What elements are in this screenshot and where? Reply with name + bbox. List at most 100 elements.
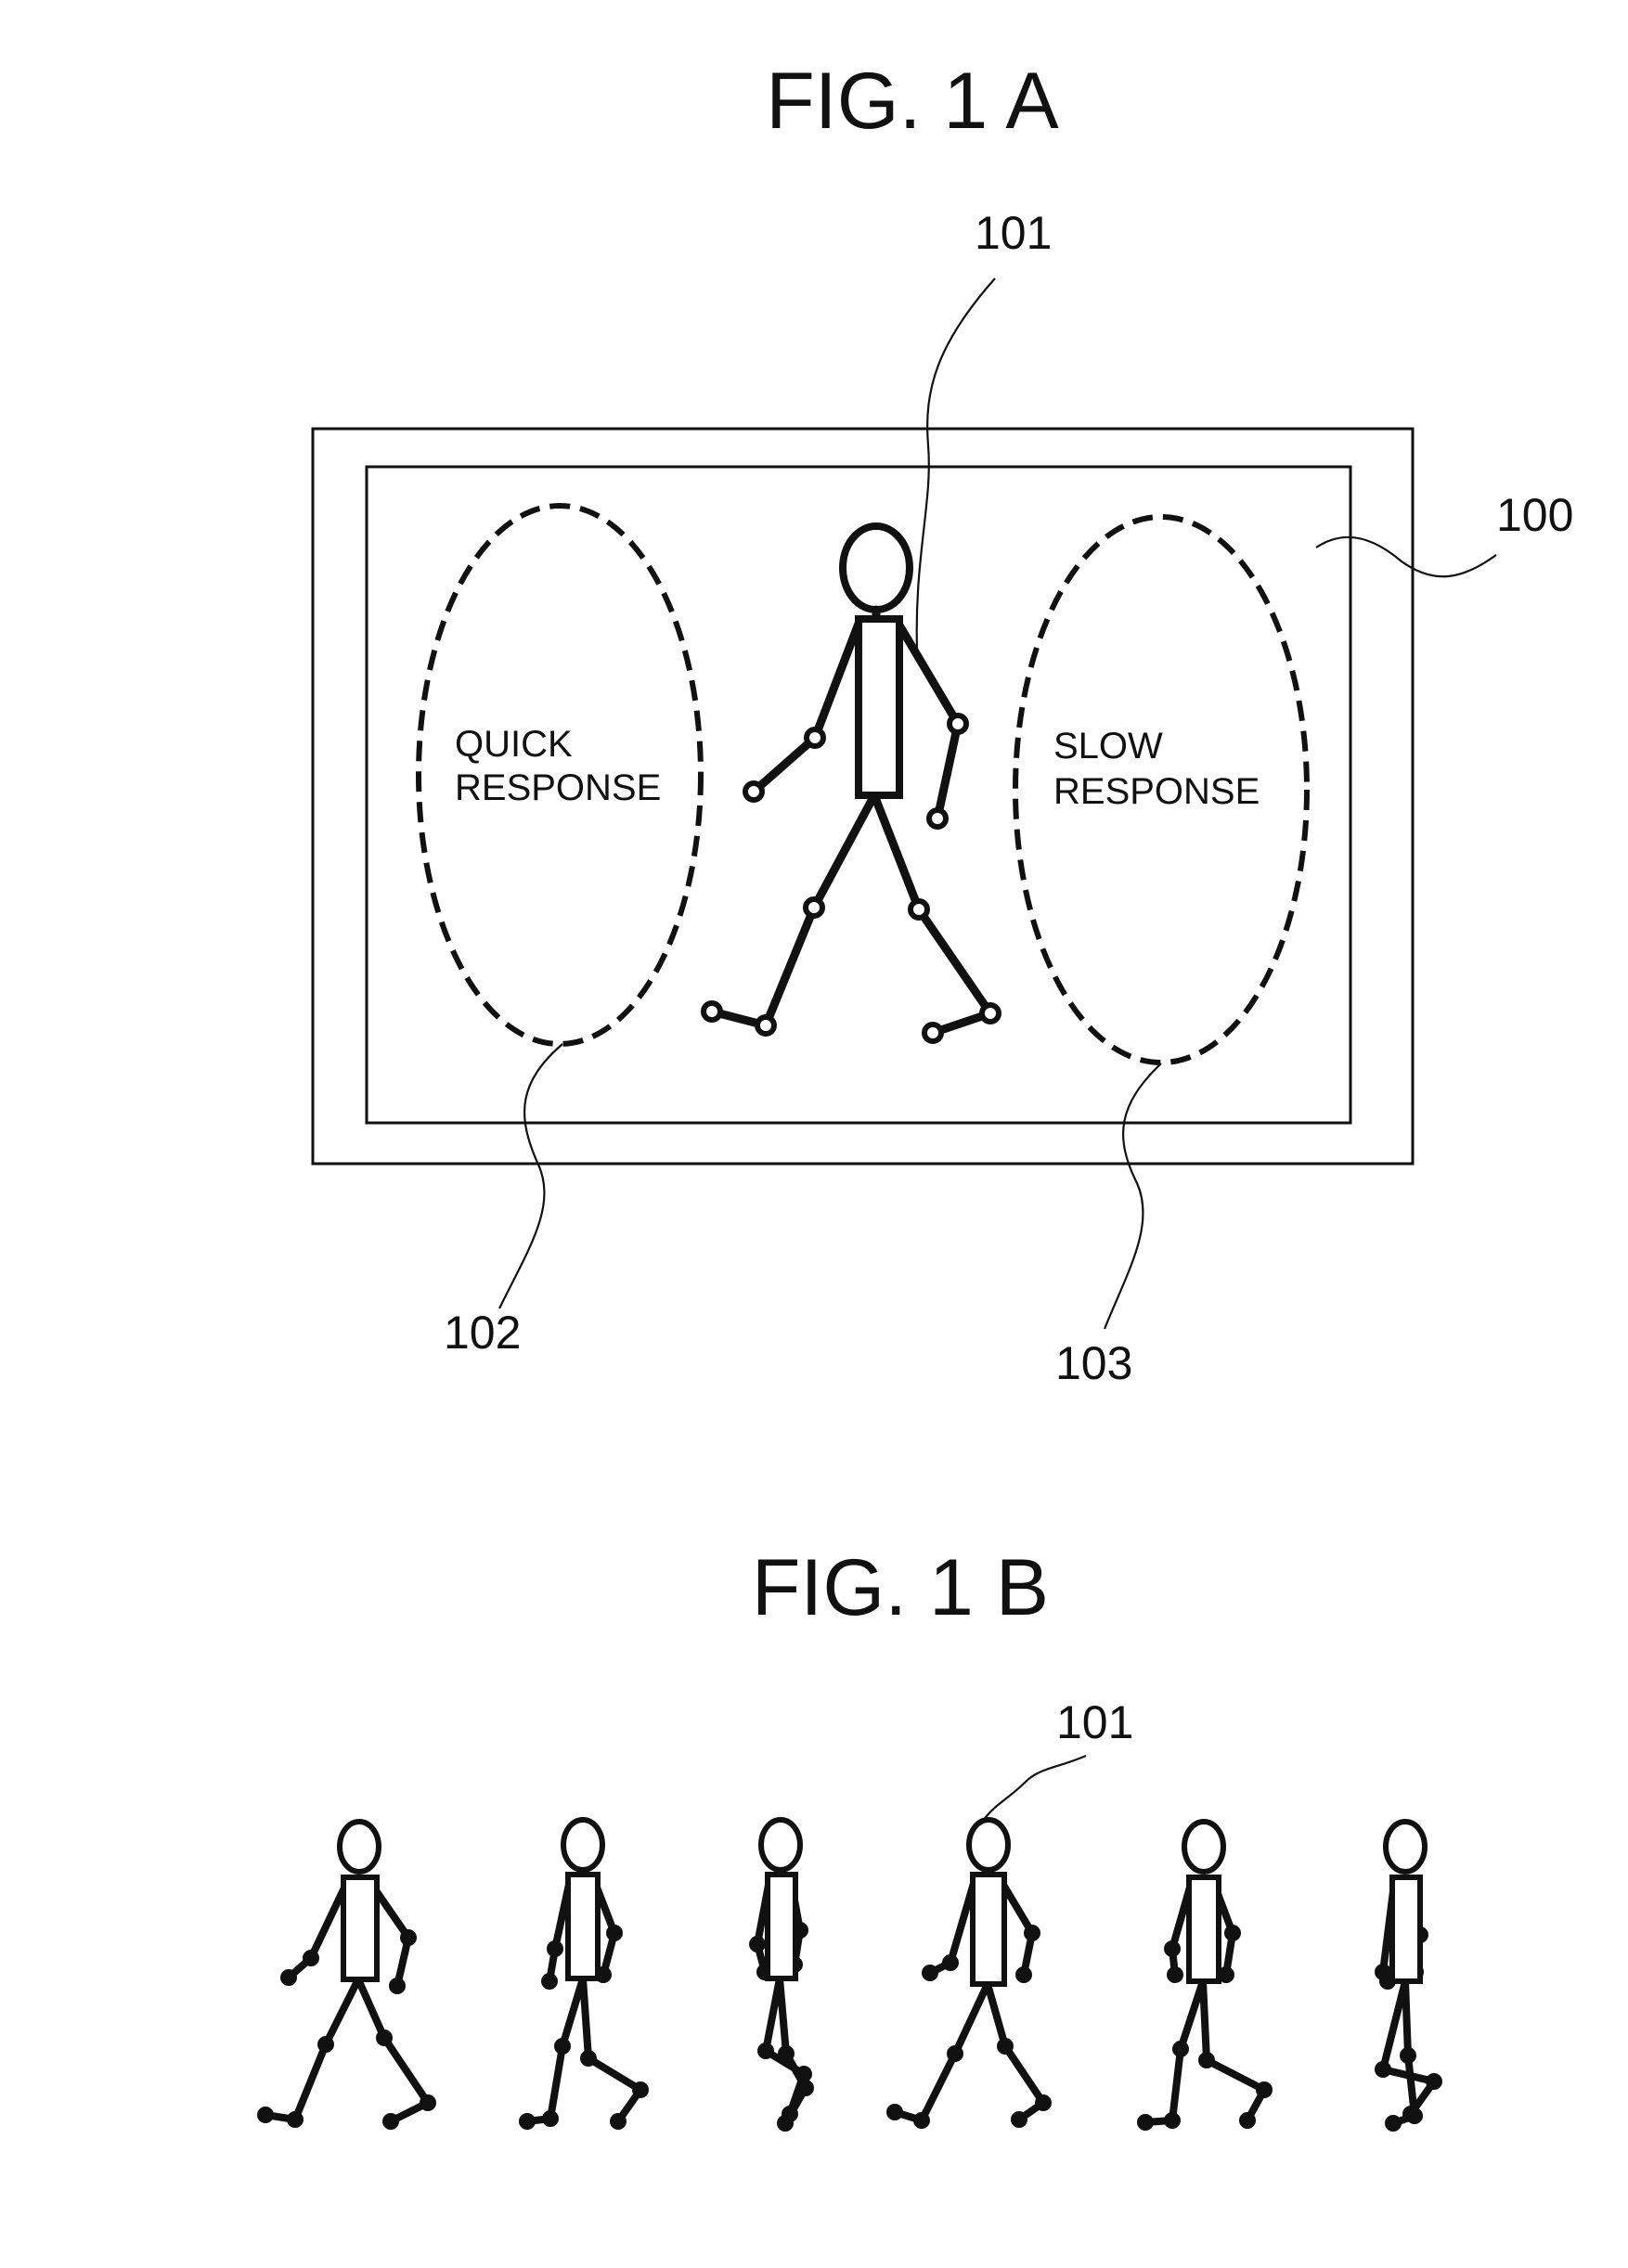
joint-hand-back bbox=[745, 783, 762, 800]
frame-joint bbox=[1025, 1926, 1040, 1940]
frame-joint bbox=[750, 1937, 765, 1952]
frame-joint bbox=[1173, 2042, 1188, 2056]
leader-103 bbox=[1105, 1063, 1161, 1329]
frame-joint bbox=[1401, 2048, 1415, 2063]
joint-ankle-front bbox=[982, 1005, 999, 1022]
leader-101-b bbox=[981, 1756, 1086, 1823]
joint-knee-back bbox=[806, 899, 822, 916]
frame-joint bbox=[1376, 2062, 1390, 2077]
frame-joint bbox=[401, 1930, 416, 1945]
frame-joint bbox=[390, 1978, 405, 1993]
frame-joint bbox=[1168, 1967, 1182, 1982]
frame-joint bbox=[377, 2030, 392, 2045]
quick-zone-label-line1: QUICK bbox=[455, 724, 573, 765]
frame-head bbox=[340, 1822, 379, 1872]
frame-torso bbox=[1392, 1877, 1420, 1981]
frame-torso bbox=[568, 1875, 598, 1978]
frame-torso bbox=[768, 1875, 795, 1978]
walk-frame bbox=[750, 1820, 813, 2131]
walking-figure bbox=[704, 526, 999, 1041]
frame-head bbox=[1184, 1822, 1223, 1872]
ref-103: 103 bbox=[1055, 1337, 1132, 1389]
joint-hand-front bbox=[929, 810, 946, 827]
figure-shin-front bbox=[919, 909, 990, 1013]
frame-joint bbox=[998, 2039, 1013, 2054]
frame-joint bbox=[1407, 2108, 1422, 2123]
figure-head bbox=[843, 526, 910, 610]
frame-joint bbox=[281, 1970, 296, 1985]
walk-frame bbox=[1138, 1822, 1272, 2130]
ref-101-a: 101 bbox=[975, 207, 1052, 259]
frame-joint bbox=[798, 2081, 813, 2095]
frame-limb bbox=[1203, 1981, 1264, 2120]
walk-frame bbox=[258, 1822, 435, 2129]
frame-joint bbox=[1165, 1941, 1180, 1956]
frame-torso bbox=[343, 1877, 377, 1979]
frame-joint bbox=[1165, 2113, 1180, 2128]
frame-joint bbox=[1386, 2116, 1401, 2131]
walk-frame bbox=[887, 1820, 1051, 2128]
fig-1b-title: FIG. 1 B bbox=[752, 1543, 1049, 1632]
frame-joint bbox=[1225, 1926, 1240, 1940]
frame-joint bbox=[778, 2116, 793, 2131]
frame-joint bbox=[1138, 2115, 1153, 2130]
frame-joint bbox=[1427, 2074, 1441, 2089]
frame-joint bbox=[607, 1926, 622, 1940]
frame-limb bbox=[358, 1979, 428, 2121]
figure-forearm-front bbox=[937, 724, 958, 818]
frame-joint bbox=[258, 2107, 273, 2122]
figure-thigh-back bbox=[814, 795, 874, 908]
frame-joint bbox=[1240, 2113, 1255, 2128]
frame-joint bbox=[420, 2095, 435, 2110]
figure-upper-arm-front bbox=[898, 624, 958, 724]
frame-head bbox=[761, 1820, 800, 1870]
frame-joint bbox=[923, 1965, 937, 1980]
figure-thigh-front bbox=[874, 795, 919, 909]
joint-toe-back bbox=[704, 1003, 720, 1020]
frame-joint bbox=[611, 2114, 626, 2129]
frame-joint bbox=[887, 2105, 902, 2120]
leader-102 bbox=[499, 1044, 562, 1308]
ref-102: 102 bbox=[444, 1307, 521, 1359]
walk-frame bbox=[1376, 1822, 1441, 2131]
frame-joint bbox=[542, 1974, 557, 1989]
frame-joint bbox=[304, 1951, 318, 1965]
walk-frame bbox=[520, 1820, 648, 2129]
joint-elbow-front bbox=[950, 715, 966, 732]
figure-forearm-back bbox=[754, 738, 815, 792]
frame-joint bbox=[943, 1955, 958, 1970]
figure-upper-arm-back bbox=[815, 624, 859, 738]
frame-torso bbox=[1189, 1877, 1219, 1981]
frame-torso bbox=[973, 1875, 1004, 1984]
slow-zone-label-line2: RESPONSE bbox=[1053, 771, 1260, 812]
joint-elbow-back bbox=[807, 729, 823, 746]
leader-101-a bbox=[917, 278, 995, 650]
frame-joint bbox=[543, 2111, 558, 2126]
frame-joint bbox=[520, 2114, 535, 2129]
frame-joint bbox=[1012, 2112, 1027, 2127]
walking-sequence bbox=[258, 1820, 1441, 2131]
frame-joint bbox=[555, 2039, 570, 2054]
frame-limb bbox=[265, 1979, 358, 2120]
frame-joint bbox=[1199, 2053, 1214, 2068]
ref-101-b: 101 bbox=[1056, 1696, 1133, 1748]
fig-1a-title: FIG. 1 A bbox=[766, 57, 1059, 146]
frame-limb bbox=[289, 1884, 346, 1978]
frame-head bbox=[1386, 1822, 1425, 1872]
frame-limb bbox=[895, 1984, 988, 2120]
quick-zone-label-line2: RESPONSE bbox=[455, 767, 661, 808]
joint-knee-front bbox=[911, 901, 927, 918]
frame-head bbox=[563, 1820, 602, 1870]
slow-zone-label-line1: SLOW bbox=[1053, 726, 1163, 767]
frame-joint bbox=[1036, 2095, 1051, 2110]
ref-100: 100 bbox=[1496, 489, 1573, 541]
frame-joint bbox=[581, 2051, 596, 2066]
frame-joint bbox=[318, 2037, 333, 2052]
slow-response-zone: SLOW RESPONSE bbox=[1015, 517, 1307, 1063]
quick-response-zone: QUICK RESPONSE bbox=[419, 506, 701, 1044]
frame-head bbox=[969, 1820, 1008, 1870]
joint-ankle-back bbox=[757, 1017, 774, 1034]
figure-torso bbox=[859, 619, 899, 795]
joint-toe-front bbox=[924, 1024, 941, 1041]
